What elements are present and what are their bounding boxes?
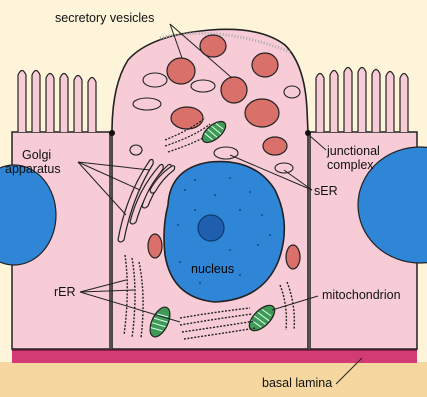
connective-tissue: [0, 362, 427, 397]
basal-lamina: [12, 349, 417, 363]
label-ser: sER: [314, 184, 338, 198]
nucleus: [164, 162, 284, 302]
label-junctional-line1: junctional: [327, 144, 380, 158]
label-nucleus: nucleus: [191, 262, 234, 276]
junctional-complex-left: [109, 130, 115, 136]
label-mitochondrion: mitochondrion: [322, 288, 401, 302]
label-junctional-line2: complex: [327, 158, 374, 172]
label-golgi-line1: Golgi: [22, 148, 51, 162]
junctional-complex-right: [305, 130, 311, 136]
microvilli-left: [18, 71, 96, 133]
label-secretory-vesicles: secretory vesicles: [55, 11, 154, 25]
microvilli-right: [316, 68, 408, 133]
label-rer: rER: [54, 285, 76, 299]
label-golgi-line2: apparatus: [5, 162, 61, 176]
label-basal-lamina: basal lamina: [262, 376, 332, 390]
nucleolus: [198, 215, 224, 241]
